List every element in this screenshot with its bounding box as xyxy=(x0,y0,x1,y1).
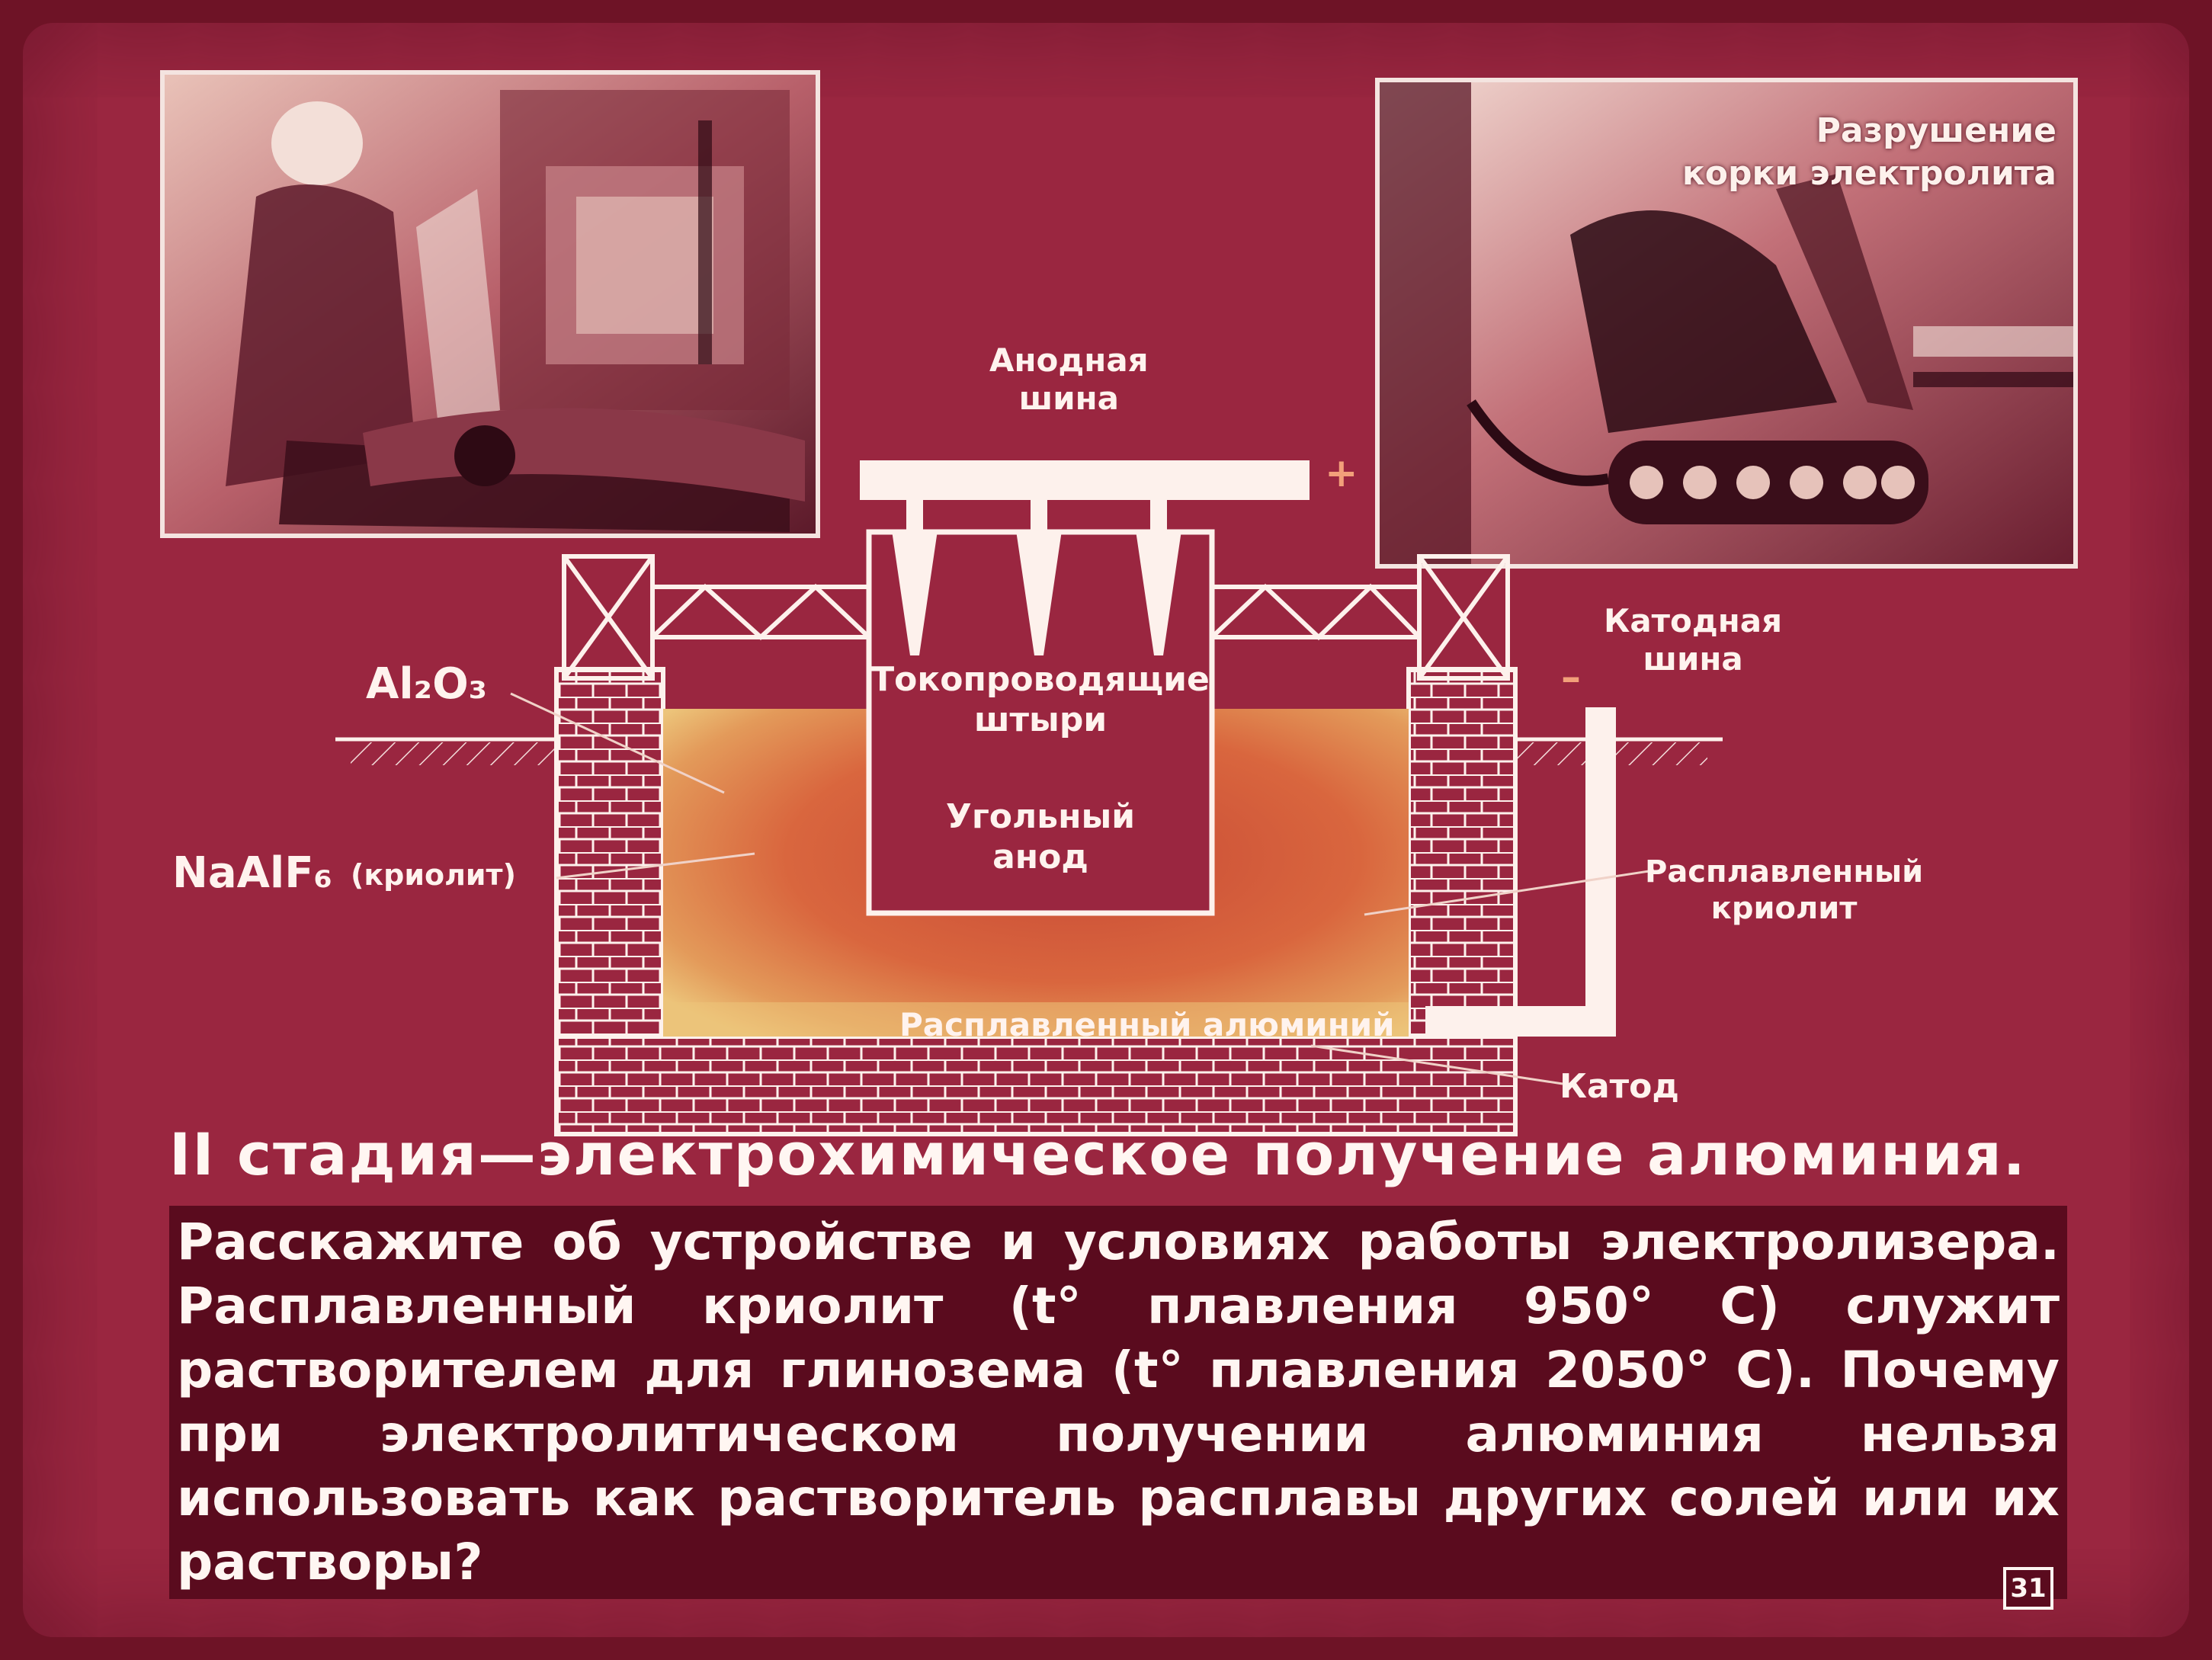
slide: Разрушение корки электролита xyxy=(23,23,2189,1637)
slide-body-text: Расскажите об устройстве и условиях рабо… xyxy=(169,1206,2067,1599)
label-naalf6: NaAlF₆ xyxy=(172,848,332,898)
pillar-left xyxy=(562,554,655,681)
current-pins xyxy=(892,500,1181,655)
ground-left xyxy=(335,737,556,765)
label-molten-aluminium: Расплавленный алюминий xyxy=(899,1006,1395,1043)
label-carbon-anode: Угольный анод xyxy=(945,797,1136,876)
truss-right xyxy=(1210,583,1422,641)
page-number: 31 xyxy=(2003,1567,2053,1610)
label-al2o3: Al₂O₃ xyxy=(366,659,488,709)
pillar-right xyxy=(1417,554,1510,681)
label-anode-bus: Анодная шина xyxy=(989,341,1149,418)
anode-bus-bar xyxy=(860,460,1310,500)
truss-left xyxy=(650,583,871,641)
photo-worker-with-crust-breaker xyxy=(160,70,820,538)
brick-wall-right xyxy=(1406,667,1518,1068)
slide-heading: II стадия—электрохимическое получение ал… xyxy=(169,1120,2027,1188)
ground-right xyxy=(1517,737,1723,765)
label-plus: + xyxy=(1325,450,1358,496)
label-cryolite-note: (криолит) xyxy=(351,858,516,892)
label-current-pins: Токопроводящие штыри xyxy=(871,660,1210,739)
brick-floor xyxy=(554,1034,1518,1136)
brick-wall-left xyxy=(554,667,665,1136)
cathode-bus xyxy=(1425,707,1616,1037)
photo-crust-breaking-machine: Разрушение корки электролита xyxy=(1375,78,2078,569)
label-cathode: Катод xyxy=(1560,1067,1679,1106)
label-minus: – xyxy=(1561,655,1581,700)
label-molten-cryolite: Расплавленный криолит xyxy=(1645,854,1924,926)
label-cathode-bus: Катодная шина xyxy=(1604,602,1783,678)
photo-caption: Разрушение корки электролита xyxy=(1681,111,2057,193)
